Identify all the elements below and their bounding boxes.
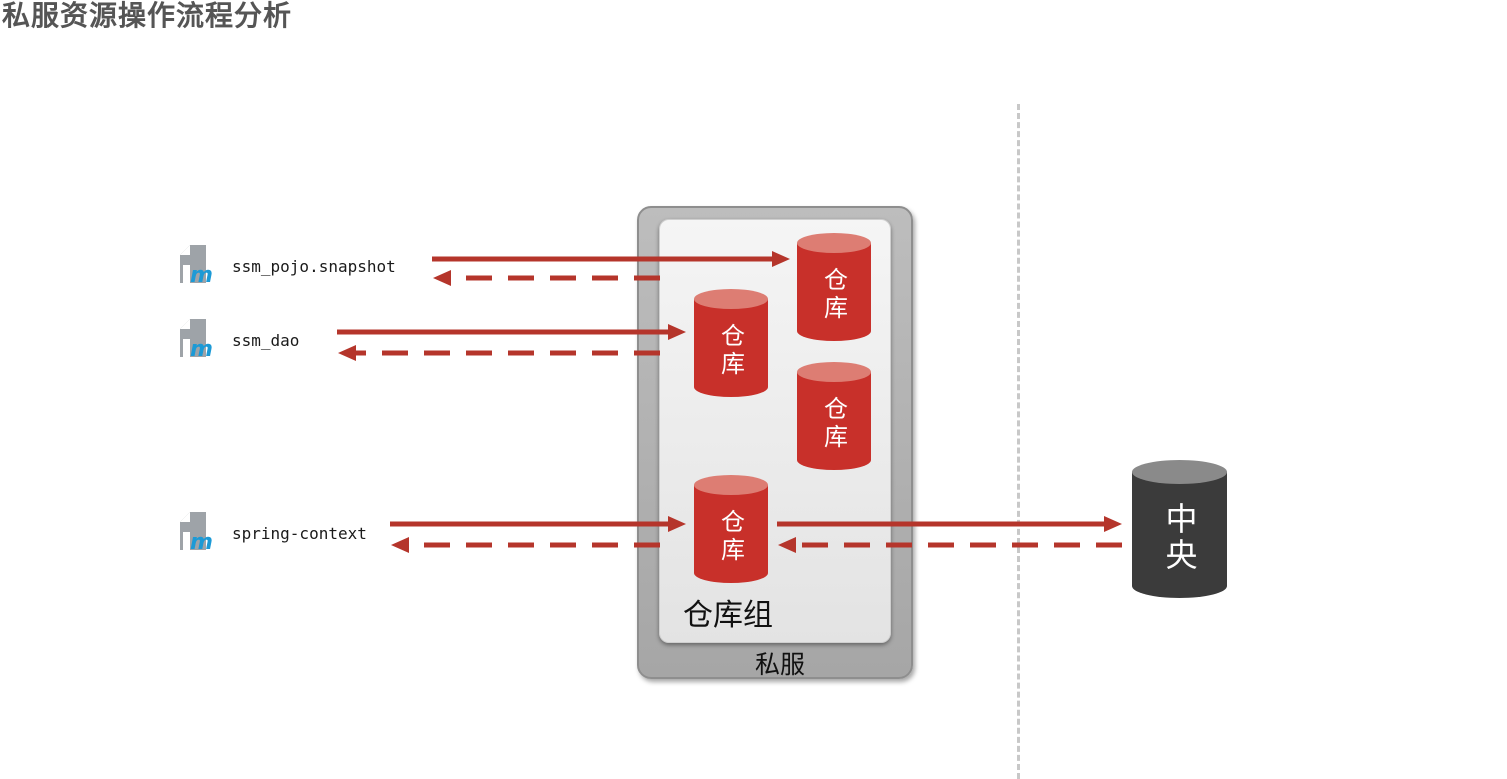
repository-3: 仓库 xyxy=(797,362,871,470)
artifact-ssm-pojo[interactable]: m ssm_pojo.snapshot xyxy=(180,245,396,289)
svg-text:m: m xyxy=(190,337,213,359)
arrowhead xyxy=(391,537,409,553)
repository-2: 仓库 xyxy=(694,289,768,397)
artifact-label: spring-context xyxy=(232,524,367,543)
arrowhead xyxy=(778,537,796,553)
cylinder-icon xyxy=(694,475,768,583)
artifact-ssm-dao[interactable]: m ssm_dao xyxy=(180,319,299,363)
cylinder-icon xyxy=(797,362,871,470)
central-repository: 中央 xyxy=(1132,460,1227,598)
cylinder-icon xyxy=(694,289,768,397)
artifact-label: ssm_pojo.snapshot xyxy=(232,257,396,276)
maven-file-icon: m xyxy=(180,319,213,362)
repository-label: 仓库 xyxy=(819,267,848,323)
maven-file-icon: m xyxy=(180,512,213,555)
arrowhead xyxy=(1104,516,1122,532)
arrowhead xyxy=(433,270,451,286)
central-label: 中央 xyxy=(1160,502,1199,574)
repository-label: 仓库 xyxy=(716,323,745,379)
artifact-label: ssm_dao xyxy=(232,331,300,350)
svg-text:m: m xyxy=(190,263,213,285)
artifact-spring-context[interactable]: m spring-context xyxy=(180,512,367,556)
network-divider xyxy=(1017,104,1020,779)
arrowhead xyxy=(668,516,686,532)
repository-group-label: 仓库组 xyxy=(683,598,773,633)
cylinder-icon xyxy=(1132,460,1227,598)
maven-file-icon: m xyxy=(180,245,213,288)
svg-text:m: m xyxy=(190,530,213,552)
repository-label: 仓库 xyxy=(819,396,848,452)
page-title: 私服资源操作流程分析 xyxy=(2,0,293,32)
repository-4: 仓库 xyxy=(694,475,768,583)
arrowhead xyxy=(338,345,356,361)
arrowhead xyxy=(772,251,790,267)
private-server-label: 私服 xyxy=(755,650,806,679)
repository-1: 仓库 xyxy=(797,233,871,341)
cylinder-icon xyxy=(797,233,871,341)
repository-label: 仓库 xyxy=(716,509,745,565)
arrowhead xyxy=(668,324,686,340)
